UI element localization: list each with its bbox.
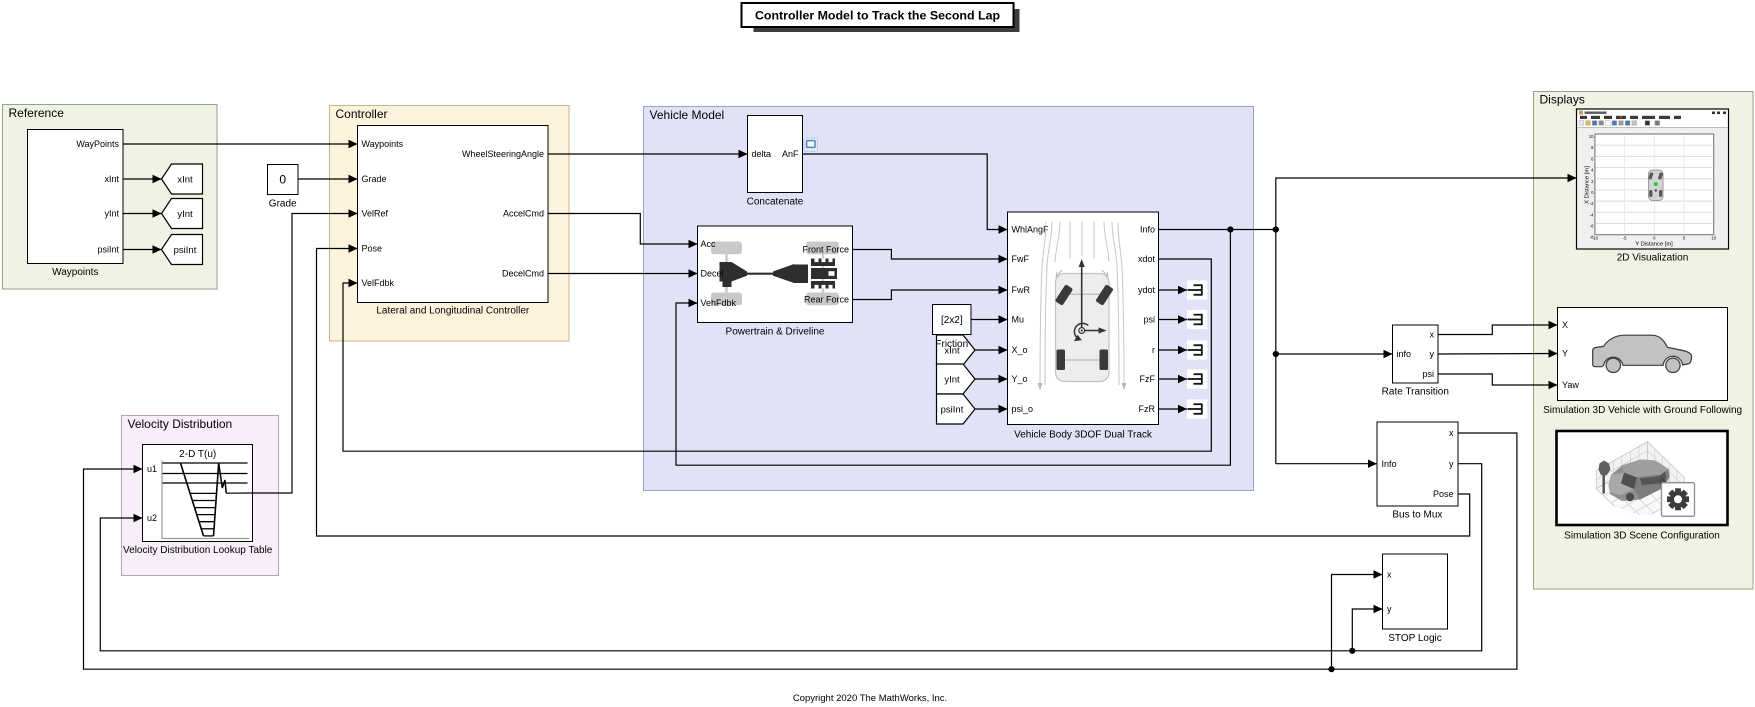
svg-text:8: 8 <box>1591 145 1594 150</box>
svg-text:Displays: Displays <box>1540 93 1585 107</box>
svg-text:Reference: Reference <box>9 106 65 120</box>
svg-text:y: y <box>1430 349 1435 359</box>
svg-text:0: 0 <box>1653 236 1656 241</box>
svg-text:-5: -5 <box>1623 236 1627 241</box>
svg-text:Yaw: Yaw <box>1562 380 1579 390</box>
svg-text:Vehicle Model: Vehicle Model <box>650 108 725 122</box>
svg-text:Powertrain & Driveline: Powertrain & Driveline <box>726 327 825 338</box>
svg-text:AccelCmd: AccelCmd <box>503 209 544 219</box>
svg-text:Rear Force: Rear Force <box>804 295 849 305</box>
svg-text:psiInt: psiInt <box>97 245 119 255</box>
svg-text:10: 10 <box>1711 236 1716 241</box>
svg-text:y: y <box>1449 459 1454 469</box>
svg-text:u2: u2 <box>147 513 157 523</box>
svg-text:DecelCmd: DecelCmd <box>502 269 544 279</box>
svg-text:[2x2]: [2x2] <box>941 315 963 326</box>
svg-text:-8: -8 <box>1590 235 1594 240</box>
svg-text:psi: psi <box>1143 315 1155 325</box>
svg-text:Decel: Decel <box>701 269 724 279</box>
svg-text:FzR: FzR <box>1139 404 1156 414</box>
svg-text:-2: -2 <box>1590 201 1594 206</box>
svg-text:Grade: Grade <box>362 174 387 184</box>
svg-text:y: y <box>1387 604 1392 614</box>
svg-text:psi_o: psi_o <box>1012 404 1034 414</box>
svg-text:STOP Logic: STOP Logic <box>1388 633 1442 644</box>
svg-text:x: x <box>1430 330 1435 340</box>
svg-text:Velocity Distribution Lookup T: Velocity Distribution Lookup Table <box>123 545 273 556</box>
svg-text:xInt: xInt <box>944 345 960 356</box>
svg-text:Info: Info <box>1140 225 1155 235</box>
svg-text:psiInt: psiInt <box>941 404 964 415</box>
svg-text:Front Force: Front Force <box>802 245 849 255</box>
svg-text:Vehicle Body 3DOF Dual Track: Vehicle Body 3DOF Dual Track <box>1014 430 1153 441</box>
svg-text:Controller Model to Track the: Controller Model to Track the Second Lap <box>755 9 1001 23</box>
svg-text:x: x <box>1449 428 1454 438</box>
svg-text:FwR: FwR <box>1012 285 1031 295</box>
svg-text:WayPoints: WayPoints <box>76 139 119 149</box>
svg-text:VelFdbk: VelFdbk <box>362 278 395 288</box>
svg-text:Rate Transition: Rate Transition <box>1382 387 1449 398</box>
svg-text:Controller: Controller <box>336 107 388 121</box>
svg-text:xdot: xdot <box>1138 254 1156 264</box>
svg-text:psi: psi <box>1422 369 1434 379</box>
svg-text:FwF: FwF <box>1012 254 1030 264</box>
svg-text:xInt: xInt <box>104 174 119 184</box>
svg-text:X_o: X_o <box>1012 345 1028 355</box>
svg-text:WhlAngF: WhlAngF <box>1012 225 1050 235</box>
svg-text:Simulation 3D Vehicle with Gro: Simulation 3D Vehicle with Ground Follow… <box>1543 405 1742 416</box>
svg-text:4: 4 <box>1591 168 1594 173</box>
svg-text:Velocity Distribution: Velocity Distribution <box>128 417 233 431</box>
svg-text:6: 6 <box>1591 156 1594 161</box>
svg-text:Y_o: Y_o <box>1012 374 1028 384</box>
svg-text:5: 5 <box>1683 236 1686 241</box>
svg-text:Grade: Grade <box>269 199 297 210</box>
svg-text:0: 0 <box>279 172 286 186</box>
svg-text:ydot: ydot <box>1138 285 1156 295</box>
svg-text:2D Visualization: 2D Visualization <box>1617 253 1689 264</box>
svg-text:X Distance [m]: X Distance [m] <box>1585 166 1591 204</box>
svg-text:Lateral and Longitudinal Contr: Lateral and Longitudinal Controller <box>376 306 530 317</box>
svg-text:yInt: yInt <box>177 209 193 220</box>
svg-text:-6: -6 <box>1590 224 1594 229</box>
svg-text:Y: Y <box>1562 349 1568 359</box>
svg-text:2-D T(u): 2-D T(u) <box>179 449 216 460</box>
svg-text:r: r <box>1152 345 1155 355</box>
svg-text:info: info <box>1397 349 1412 359</box>
svg-text:yInt: yInt <box>944 374 960 385</box>
svg-text:Waypoints: Waypoints <box>362 139 404 149</box>
svg-text:Y Distance [m]: Y Distance [m] <box>1635 242 1673 248</box>
svg-text:0: 0 <box>1591 190 1594 195</box>
svg-text:xInt: xInt <box>177 174 193 185</box>
svg-text:Simulation 3D Scene Configurat: Simulation 3D Scene Configuration <box>1564 531 1720 542</box>
svg-text:WheelSteeringAngle: WheelSteeringAngle <box>462 149 544 159</box>
svg-text:Waypoints: Waypoints <box>52 267 98 278</box>
svg-text:X: X <box>1562 320 1568 330</box>
svg-text:10: 10 <box>1589 134 1594 139</box>
svg-text:Concatenate: Concatenate <box>747 197 804 208</box>
svg-text:VelRef: VelRef <box>362 209 389 219</box>
svg-text:FzF: FzF <box>1140 374 1156 384</box>
svg-text:delta: delta <box>752 149 772 159</box>
svg-text:AnF: AnF <box>782 149 799 159</box>
svg-text:Info: Info <box>1382 459 1397 469</box>
svg-text:2: 2 <box>1591 179 1594 184</box>
svg-text:Pose: Pose <box>362 244 383 254</box>
svg-text:Friction: Friction <box>935 339 968 350</box>
svg-text:yInt: yInt <box>104 209 119 219</box>
svg-text:Mu: Mu <box>1012 315 1025 325</box>
svg-text:VehFdbk: VehFdbk <box>701 298 737 308</box>
svg-text:u1: u1 <box>147 464 157 474</box>
svg-text:Pose: Pose <box>1433 489 1454 499</box>
svg-text:-4: -4 <box>1590 212 1594 217</box>
svg-text:x: x <box>1387 570 1392 580</box>
svg-text:Copyright 2020 The MathWorks,: Copyright 2020 The MathWorks, Inc. <box>793 693 947 704</box>
svg-text:-10: -10 <box>1592 236 1599 241</box>
svg-text:Bus to Mux: Bus to Mux <box>1392 510 1442 521</box>
svg-text:psiInt: psiInt <box>174 245 197 256</box>
svg-text:Acc: Acc <box>701 239 717 249</box>
